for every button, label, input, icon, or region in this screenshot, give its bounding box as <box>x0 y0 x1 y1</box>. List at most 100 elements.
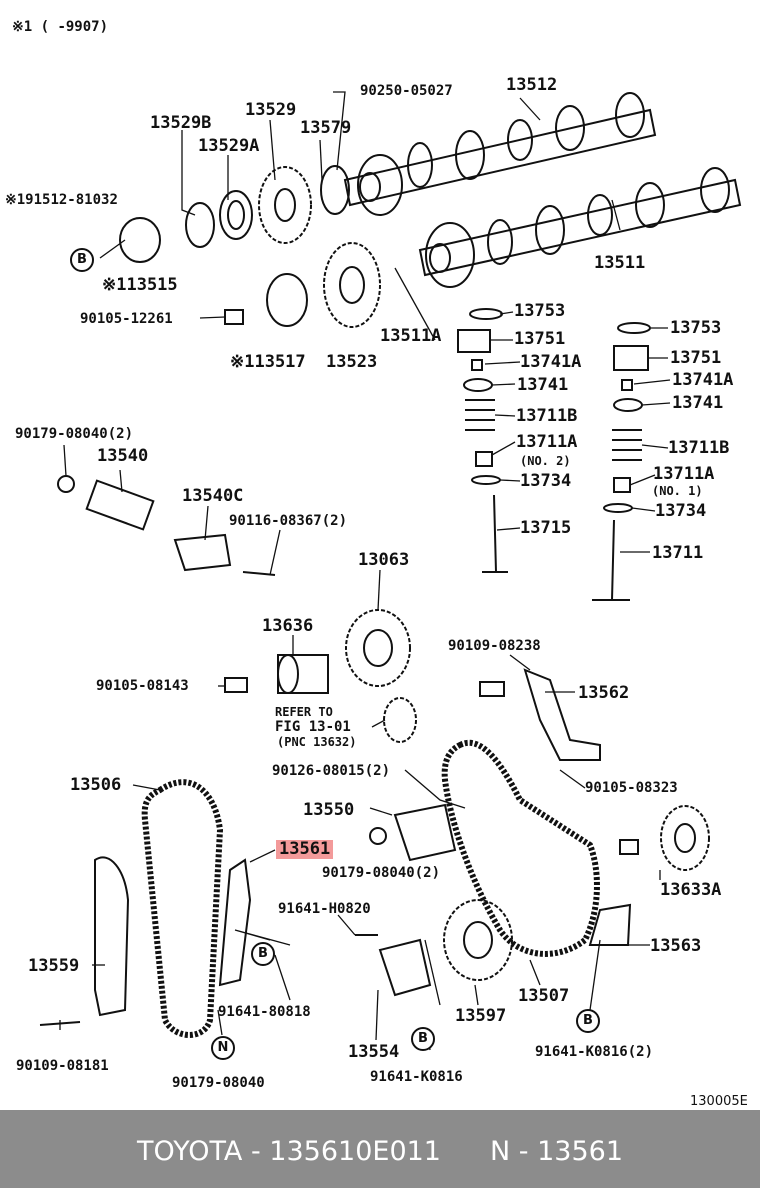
callout-90105-08143: 90105-08143 <box>96 678 189 694</box>
tensioner-arm-13561-icon <box>218 858 252 987</box>
callout-13597: 13597 <box>455 1006 507 1026</box>
bolt-90109-08238-icon <box>479 681 505 697</box>
callout-no1: (NO. 1) <box>652 484 703 498</box>
plate-13529a-icon <box>219 190 253 240</box>
marker-b-1: B <box>70 248 94 272</box>
gasket-13540c-icon <box>173 533 232 572</box>
chain-13506-icon <box>141 779 224 1038</box>
callout-90105-12261: 90105-12261 <box>80 311 173 327</box>
callout-13529a: 13529A <box>198 136 260 156</box>
callout-113515: ※113515 <box>102 275 178 295</box>
callout-13711a-a: 13711A <box>516 432 578 452</box>
tensioner-13554-icon <box>378 938 432 997</box>
footer-bar: TOYOTA - 135610E011 N - 13561 <box>0 1110 760 1188</box>
callout-13579: 13579 <box>300 118 352 138</box>
guide-13559-icon <box>94 856 130 1017</box>
callout-90116-08367: 90116-08367(2) <box>229 513 348 529</box>
callout-13540c: 13540C <box>182 486 244 506</box>
callout-13559: 13559 <box>28 956 80 976</box>
chain-13507-icon <box>441 740 600 957</box>
callout-90179-08040: 90179-08040 <box>172 1075 265 1091</box>
gear-13063-icon <box>345 609 411 687</box>
sprocket-13597-icon <box>443 899 513 981</box>
valve-train-right-icon <box>592 322 651 601</box>
callout-13529: 13529 <box>245 100 297 120</box>
callout-113517: ※113517 <box>230 352 306 372</box>
callout-13540: 13540 <box>97 446 149 466</box>
callout-13753-a: 13753 <box>514 301 566 321</box>
callout-191512-81032: ※191512-81032 <box>5 192 118 208</box>
callout-13711a-b: 13711A <box>653 464 715 484</box>
footer-part-number: TOYOTA - 135610E011 <box>137 1136 441 1167</box>
callout-90179-08040-2-a: 90179-08040(2) <box>15 426 134 442</box>
callout-13633a: 13633A <box>660 880 722 900</box>
sensor-13540-icon <box>85 479 155 531</box>
callout-13734-a: 13734 <box>520 471 572 491</box>
callout-13734-b: 13734 <box>655 501 707 521</box>
marker-b-3: B <box>576 1009 600 1033</box>
callout-refer-1: REFER TO <box>275 705 333 719</box>
callout-13563: 13563 <box>650 936 702 956</box>
callout-13512: 13512 <box>506 75 558 95</box>
callout-13511a: 13511A <box>380 326 442 346</box>
callout-13751-b: 13751 <box>670 348 722 368</box>
callout-13711: 13711 <box>652 543 704 563</box>
callout-91641-80818: 91641-80818 <box>218 1004 311 1020</box>
bolt-90105-08323-icon <box>619 839 639 855</box>
callout-no2: (NO. 2) <box>520 454 571 468</box>
diagram-drawing <box>39 91 742 1051</box>
sprocket-13633a-icon <box>660 805 710 871</box>
sprocket-13523-icon <box>323 242 381 328</box>
tensioner-13550-icon <box>393 803 457 862</box>
guide-13563-icon <box>588 903 632 946</box>
snap-ring-13529b-icon <box>185 202 215 248</box>
bolt-90179-08040-icon <box>57 475 75 493</box>
bolt-90179-08040-b-icon <box>369 827 387 845</box>
callout-13562: 13562 <box>578 683 630 703</box>
callout-13711b-a: 13711B <box>516 406 578 426</box>
callout-13751-a: 13751 <box>514 329 566 349</box>
callout-90105-08323: 90105-08323 <box>585 780 678 796</box>
callout-13523: 13523 <box>326 352 378 372</box>
header-note: ※1 ( -9907) <box>12 19 109 35</box>
callout-13711b-b: 13711B <box>668 438 730 458</box>
callout-91641-k0816: 91641-K0816 <box>370 1069 463 1085</box>
camshaft-13511-icon <box>418 167 742 288</box>
camshaft-13512-icon <box>343 92 657 216</box>
gear-13632-icon <box>383 697 417 743</box>
callout-13063: 13063 <box>358 550 410 570</box>
callout-90126-08015: 90126-08015(2) <box>272 763 391 779</box>
gear-13529-icon <box>258 166 312 244</box>
footer-pnc: N - 13561 <box>490 1136 623 1167</box>
callout-13715: 13715 <box>520 518 572 538</box>
callout-90109-08181: 90109-08181 <box>16 1058 109 1074</box>
callout-90250-05027: 90250-05027 <box>360 83 453 99</box>
callout-90109-08238: 90109-08238 <box>448 638 541 654</box>
guide-13562-icon <box>523 668 601 761</box>
callout-13741-b: 13741 <box>672 393 724 413</box>
parts-diagram: ※1 ( -9907) 90250-05027 13512 13529 1352… <box>5 19 748 1109</box>
callout-91641-k0816-2: 91641-K0816(2) <box>535 1044 654 1060</box>
callout-13561-highlighted[interactable]: 13561 <box>276 840 334 859</box>
actuator-113515-icon <box>119 217 161 263</box>
callout-13506: 13506 <box>70 775 122 795</box>
ring-13579-icon <box>320 165 350 215</box>
valve-train-left-icon <box>457 308 508 573</box>
callout-13511: 13511 <box>594 253 646 273</box>
marker-b-4: B <box>411 1027 435 1051</box>
callout-13550: 13550 <box>303 800 355 820</box>
callout-refer-3: (PNC 13632) <box>277 735 357 749</box>
callout-90179-08040-2-b: 90179-08040(2) <box>322 865 441 881</box>
callout-13741-a: 13741 <box>517 375 569 395</box>
callout-13753-b: 13753 <box>670 318 722 338</box>
idler-shaft-13636-icon <box>277 654 329 694</box>
callout-91641-h0820: 91641-H0820 <box>278 901 371 917</box>
callout-refer-2: FIG 13-01 <box>275 719 351 735</box>
callout-13636: 13636 <box>262 616 314 636</box>
bearing-113517-icon <box>266 273 308 327</box>
marker-b-2: B <box>251 942 275 966</box>
callout-13507: 13507 <box>518 986 570 1006</box>
figure-code: 130005E <box>690 1094 748 1109</box>
callout-13529b: 13529B <box>150 113 212 133</box>
marker-n: N <box>211 1036 235 1060</box>
